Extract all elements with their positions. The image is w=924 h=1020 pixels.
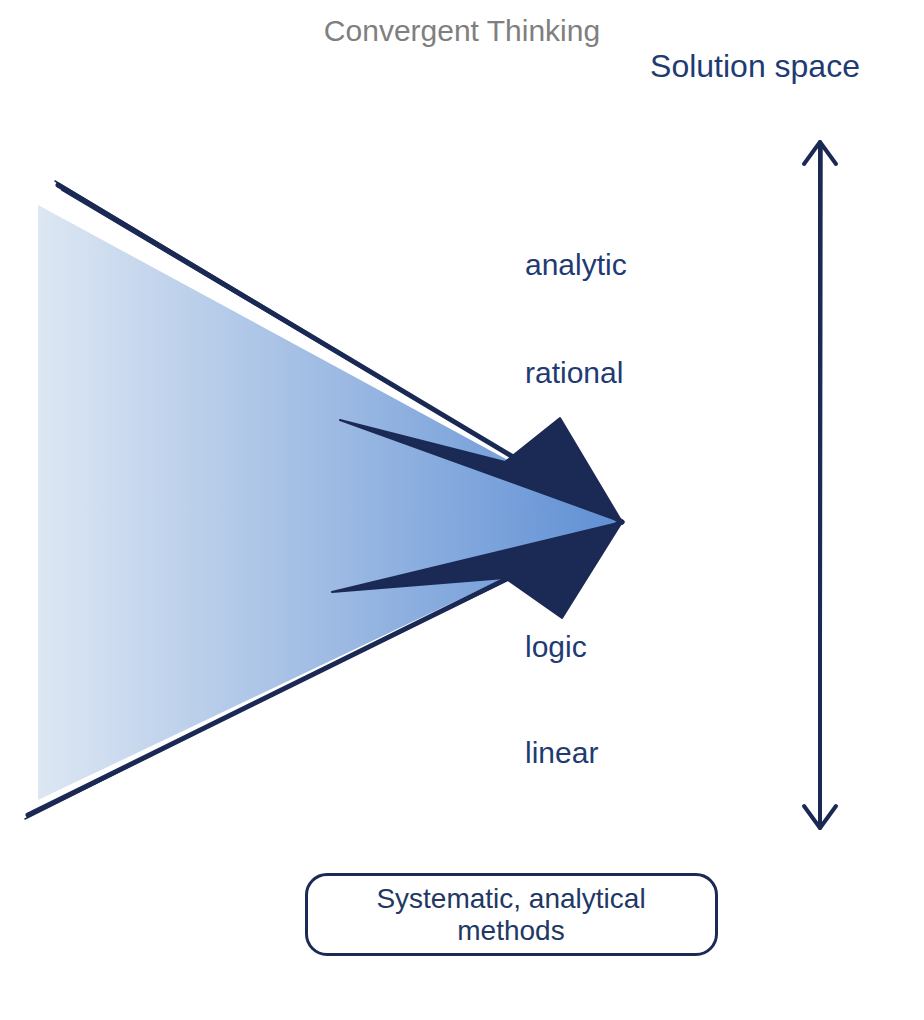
- thinking-trait: logic: [525, 630, 587, 665]
- thinking-trait: analytic: [525, 248, 627, 283]
- box-text: Systematic, analytical methods: [371, 883, 651, 946]
- arrowheads: [332, 418, 622, 618]
- solution-space-arrow: [804, 142, 836, 828]
- axis-label: Solution space: [650, 48, 860, 85]
- method-box: Systematic, analytical methods: [305, 873, 718, 956]
- diagram-title: Convergent Thinking: [324, 14, 600, 49]
- thinking-trait: linear: [525, 736, 598, 771]
- thinking-trait: rational: [525, 356, 623, 391]
- solution-funnel: [38, 205, 622, 800]
